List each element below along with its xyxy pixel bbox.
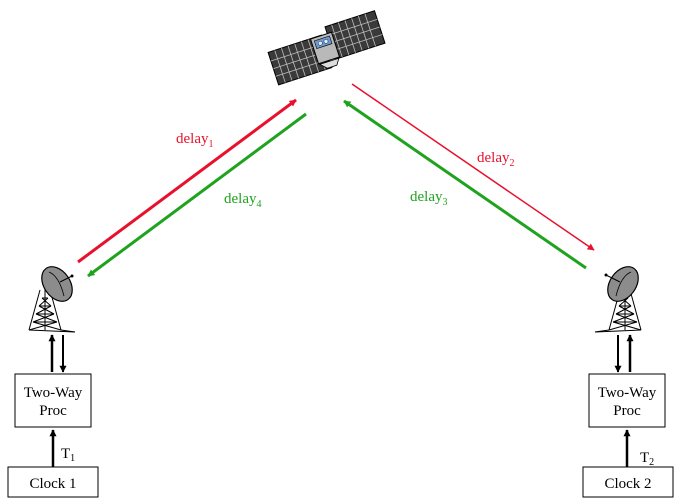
delay4-subscript: 4 bbox=[256, 199, 261, 210]
right-t2-subscript: 2 bbox=[649, 457, 654, 468]
delay3-subscript: 3 bbox=[442, 197, 447, 208]
satellite-dish-antenna-icon bbox=[28, 266, 76, 333]
delay1-base: delay bbox=[176, 131, 209, 147]
left-proc-line1: Two-Way bbox=[24, 385, 83, 401]
left-station: Two-Way Proc T1 Clock 1 bbox=[7, 266, 99, 498]
delay4-base: delay bbox=[224, 191, 257, 207]
clock-2-label: Clock 2 bbox=[604, 476, 651, 492]
right-proc-line2: Proc bbox=[613, 403, 641, 419]
right-proc-line1: Two-Way bbox=[598, 385, 657, 401]
delay1-label: delay1 bbox=[176, 131, 213, 150]
left-t1-subscript: 1 bbox=[70, 453, 75, 464]
clock-1-box bbox=[7, 466, 99, 498]
left-two-way-proc-box bbox=[14, 373, 92, 428]
delay2-base: delay bbox=[477, 150, 510, 166]
downlink-arrow-delay2 bbox=[351, 83, 595, 251]
clock-2-box bbox=[582, 466, 674, 498]
downlink-arrow-delay4 bbox=[87, 112, 307, 278]
delay2-subscript: 2 bbox=[509, 158, 514, 169]
right-station: Two-Way Proc T2 Clock 2 bbox=[582, 266, 674, 498]
clock-1-label: Clock 1 bbox=[29, 476, 76, 492]
delay1-subscript: 1 bbox=[208, 139, 213, 150]
right-two-way-proc-box bbox=[588, 373, 666, 428]
right-t2-label: T2 bbox=[640, 450, 654, 468]
left-t1-label: T1 bbox=[61, 446, 75, 464]
uplink-arrow-delay1 bbox=[77, 98, 297, 264]
delay3-base: delay bbox=[410, 189, 443, 205]
uplink-arrow-delay3 bbox=[343, 99, 587, 270]
left-t1-base: T bbox=[61, 446, 70, 462]
right-t2-base: T bbox=[640, 450, 649, 466]
delay3-label: delay3 bbox=[410, 189, 447, 208]
satellite-icon bbox=[267, 10, 386, 86]
left-proc-line2: Proc bbox=[39, 403, 67, 419]
delay2-label: delay2 bbox=[477, 150, 514, 169]
delay4-label: delay4 bbox=[224, 191, 261, 210]
satellite-dish-antenna-icon bbox=[594, 266, 642, 333]
